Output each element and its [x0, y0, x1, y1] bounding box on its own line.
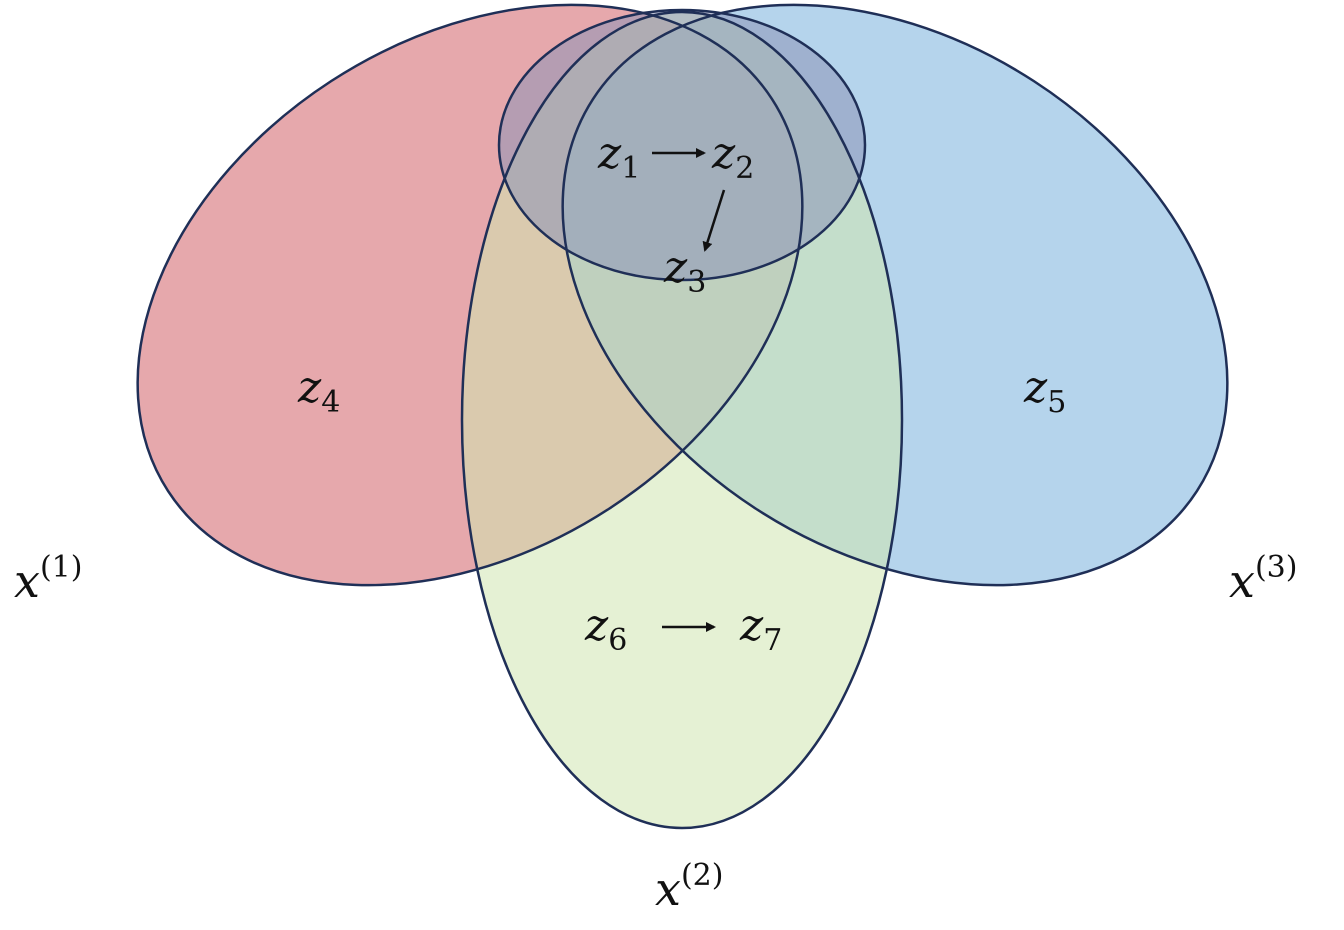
arrow-z2-z3	[702, 189, 726, 252]
variable-z2: z2	[711, 128, 754, 186]
variable-labels: z1 z2 z3 z4 z5 z6 z7	[297, 128, 1066, 658]
set-fills	[137, 4, 1228, 828]
set-x3-outline	[561, 3, 1229, 587]
variable-z5: z5	[1023, 362, 1066, 420]
set-outlines	[136, 3, 1229, 830]
set-labels: x(1) x(2) x(3)	[14, 550, 1297, 916]
variable-z6: z6	[584, 600, 627, 658]
dependency-arrows	[652, 148, 726, 632]
set-label-x3: x(3)	[1229, 550, 1297, 608]
set-label-x1: x(1)	[14, 550, 82, 608]
variable-z4: z4	[297, 362, 340, 420]
set-x2-outline	[460, 10, 904, 830]
variable-z3: z3	[663, 242, 706, 300]
shared-top-outline	[497, 8, 867, 282]
variable-z7: z7	[739, 600, 782, 658]
set-label-x2: x(2)	[655, 858, 723, 916]
shared-top-region	[499, 10, 865, 280]
set-x1-outline	[136, 3, 804, 587]
variable-z1: z1	[597, 128, 640, 186]
